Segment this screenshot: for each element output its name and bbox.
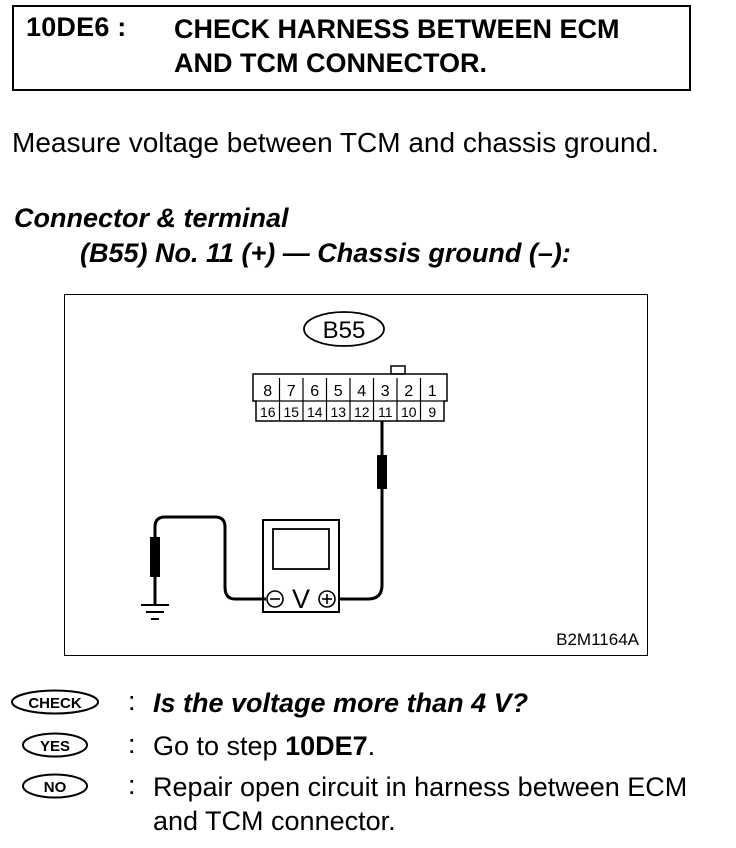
pin-number-10: 10 — [401, 404, 417, 420]
figure-id: B2M1164A — [556, 630, 640, 649]
step-title: CHECK HARNESS BETWEEN ECM AND TCM CONNEC… — [174, 14, 620, 78]
yes-action-prefix: Go to step — [153, 731, 286, 761]
yes-row: YES : Go to step 10DE7. — [10, 729, 710, 763]
pin-number-8: 8 — [263, 383, 272, 400]
pin-number-3: 3 — [381, 383, 390, 400]
check-badge: CHECK — [10, 689, 100, 715]
connector-pin-dividers — [278, 378, 422, 421]
connector-heading: Connector & terminal — [14, 203, 289, 233]
no-colon: : — [128, 770, 136, 800]
connector-latch — [390, 365, 406, 375]
check-row: CHECK : Is the voltage more than 4 V? — [10, 686, 710, 720]
step-code: 10DE6 : — [26, 12, 127, 42]
pin-number-6: 6 — [310, 383, 319, 400]
yes-colon: : — [128, 729, 136, 759]
svg-text:NO: NO — [44, 779, 67, 796]
connector-body — [252, 373, 448, 422]
pin-number-11: 11 — [378, 404, 393, 420]
check-question: Is the voltage more than 4 V? — [153, 688, 529, 718]
connector-label-ellipse — [303, 311, 385, 347]
yes-action-suffix: . — [367, 731, 376, 761]
svg-text:CHECK: CHECK — [28, 695, 82, 712]
pin-number-1: 1 — [428, 383, 437, 400]
yes-action: Go to step 10DE7. — [153, 729, 698, 763]
pin-number-13: 13 — [330, 404, 346, 420]
positive-lead-bend — [337, 584, 384, 601]
pin-number-5: 5 — [334, 383, 343, 400]
pin-number-12: 12 — [354, 404, 370, 420]
check-colon: : — [128, 686, 136, 716]
no-action: Repair open circuit in harness between E… — [153, 772, 688, 836]
pin-number-9: 9 — [428, 404, 436, 420]
voltmeter-display — [272, 528, 330, 570]
no-row: NO : Repair open circuit in harness betw… — [10, 770, 710, 836]
voltmeter-symbol: V — [292, 584, 310, 614]
pin-number-4: 4 — [357, 383, 366, 400]
positive-probe — [377, 455, 387, 489]
step-header-box: 10DE6 : CHECK HARNESS BETWEEN ECM AND TC… — [12, 5, 691, 91]
pin-number-15: 15 — [283, 404, 299, 420]
yes-badge: YES — [10, 732, 100, 758]
pin-number-2: 2 — [404, 383, 413, 400]
negative-probe — [150, 537, 160, 577]
no-badge: NO — [10, 773, 100, 799]
instruction-text: Measure voltage between TCM and chassis … — [12, 127, 659, 158]
connector-label: B55 — [323, 317, 366, 344]
connector-bottom-pins: 16 15 14 13 12 11 10 9 — [260, 404, 436, 420]
pin-number-7: 7 — [287, 383, 296, 400]
negative-lead-wire — [153, 515, 266, 601]
pin-number-14: 14 — [307, 404, 323, 420]
svg-text:YES: YES — [40, 738, 70, 755]
connector-spec: (B55) No. 11 (+) — Chassis ground (–): — [80, 238, 571, 268]
yes-step-link: 10DE7 — [285, 731, 368, 761]
pin-number-16: 16 — [260, 404, 276, 420]
